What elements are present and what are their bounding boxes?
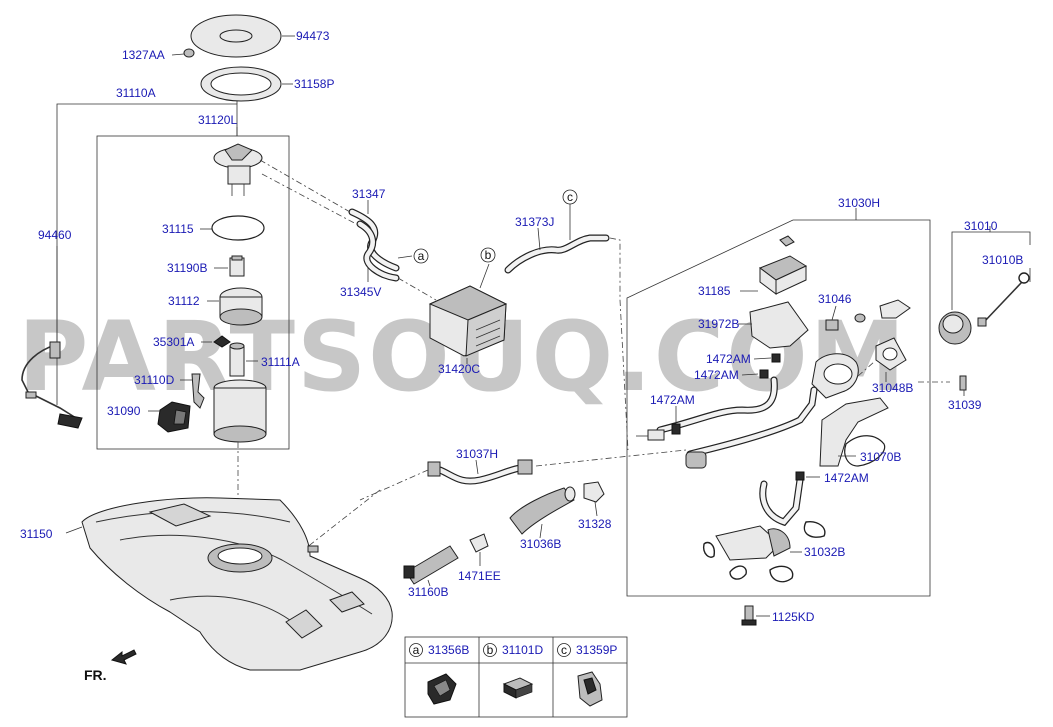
filler-neck-top [811, 353, 859, 399]
legend-cell-b: b 31101D [483, 643, 543, 699]
label-31120L: 31120L [198, 113, 237, 127]
nut-1327AA [183, 48, 195, 58]
label-1472AM-a: 1472AM [706, 352, 751, 366]
label-31030H: 31030H [838, 196, 880, 210]
label-31090: 31090 [107, 404, 141, 418]
label-94473: 94473 [296, 29, 330, 43]
clamp-1472AM-b [759, 369, 769, 379]
legend-cell-c: c 31359P [557, 643, 617, 707]
fuel-cap-31010 [938, 311, 972, 345]
svg-text:b: b [485, 248, 492, 262]
label-31110D: 31110D [134, 373, 175, 387]
filter-31090 [157, 401, 191, 433]
label-1472AM-b: 1472AM [694, 368, 739, 382]
pipe-31160B [403, 545, 459, 585]
label-31112: 31112 [168, 294, 200, 308]
reservoir-31112 [219, 287, 263, 326]
label-94460: 94460 [38, 228, 72, 242]
direction-label: FR. [84, 667, 107, 683]
clamp-1472AM-a [771, 353, 781, 363]
label-1327AA: 1327AA [122, 48, 165, 62]
part-labels: 94473 1327AA 31158P 31110A 31120L 94460 … [20, 29, 1023, 624]
label-31345V: 31345V [340, 285, 381, 299]
label-31111A: 31111A [261, 355, 300, 369]
callout-b: b [480, 247, 496, 263]
clip-1471EE [469, 533, 489, 553]
svg-text:31359P: 31359P [576, 643, 617, 657]
pump-motor-31111A [229, 342, 245, 377]
screw-31039 [959, 375, 967, 391]
label-31036B: 31036B [520, 537, 561, 551]
label-1471EE: 1471EE [458, 569, 501, 583]
tether-31010B [977, 272, 1030, 327]
callout-c: c [562, 189, 578, 205]
label-1125KD: 1125KD [772, 610, 815, 624]
gasket-31048B [875, 337, 907, 371]
shield-31070B [819, 397, 889, 467]
pipe-31037H [427, 459, 533, 485]
canister-31420C [428, 285, 508, 357]
bolt-top [779, 235, 795, 247]
seal-35301A [213, 335, 231, 348]
bolt-1125KD [741, 605, 757, 626]
bracket-31972B [749, 301, 809, 349]
svg-text:b: b [487, 643, 494, 657]
retainer-ring-31158P [200, 66, 282, 102]
svg-text:c: c [567, 190, 573, 204]
clamp-1472AM-c [636, 423, 681, 441]
pump-assembly-frame [96, 135, 290, 450]
svg-text:31356B: 31356B [428, 643, 469, 657]
callout-a: a [413, 248, 429, 264]
label-1472AM-c: 1472AM [650, 393, 695, 407]
label-31420C: 31420C [438, 362, 480, 376]
pump-canister [213, 379, 267, 443]
fuel-tank-31150 [81, 497, 393, 671]
label-31972B: 31972B [698, 317, 739, 331]
label-31010B: 31010B [982, 253, 1023, 267]
legend-table: a 31356B b 31101D c 31359P [404, 636, 628, 718]
clamp-1472AM-d [795, 471, 805, 481]
label-31010: 31010 [964, 219, 998, 233]
front-arrow-icon [110, 649, 137, 665]
regulator-31190B [229, 255, 245, 277]
cover-plate-94473 [190, 14, 282, 58]
label-31046: 31046 [818, 292, 852, 306]
label-31032B: 31032B [804, 545, 845, 559]
label-31158P: 31158P [294, 77, 334, 91]
svg-text:31101D: 31101D [502, 643, 543, 657]
filler-bracket-right [879, 299, 911, 319]
label-31185: 31185 [698, 284, 731, 298]
svg-text:a: a [413, 643, 420, 657]
label-31048B: 31048B [872, 381, 913, 395]
label-31190B: 31190B [167, 261, 207, 275]
label-31373J: 31373J [515, 215, 554, 229]
label-31115: 31115 [162, 222, 194, 236]
pump-flange-31120L [213, 143, 263, 196]
vapour-tubes-31347 [348, 208, 400, 282]
housing-31032B [702, 521, 826, 583]
sender-unit-94460 [21, 341, 83, 429]
o-ring-31115 [211, 215, 265, 241]
svg-text:a: a [418, 249, 425, 263]
vapour-hose-31373J [504, 234, 610, 274]
label-35301A: 35301A [153, 335, 194, 349]
label-31347: 31347 [352, 187, 386, 201]
label-31328: 31328 [578, 517, 612, 531]
label-31070B: 31070B [860, 450, 901, 464]
legend-cell-a: a 31356B [409, 643, 469, 705]
label-31160B: 31160B [408, 585, 448, 599]
filler-assembly-frame [626, 219, 931, 597]
clamp-31328 [583, 481, 605, 503]
label-31037H: 31037H [456, 447, 498, 461]
module-31185 [758, 255, 808, 295]
label-31110A: 31110A [116, 86, 156, 100]
sender-31110D [191, 373, 205, 409]
label-31150: 31150 [20, 527, 53, 541]
hose-31036B [509, 486, 576, 535]
label-31039: 31039 [948, 398, 982, 412]
label-1472AM-d: 1472AM [824, 471, 869, 485]
filler-hoses [656, 376, 818, 527]
svg-text:c: c [561, 643, 567, 657]
